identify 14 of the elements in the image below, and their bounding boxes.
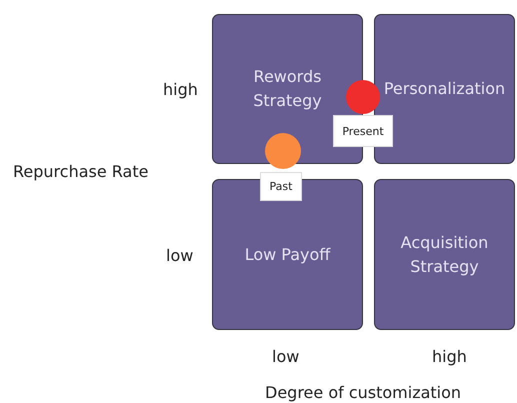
point-label: Past	[260, 172, 302, 201]
x-axis-tick: low	[272, 347, 300, 366]
quadrant-label: Rewords Strategy	[252, 66, 323, 112]
y-axis-tick: high	[163, 80, 198, 99]
y-axis-title: Repurchase Rate	[13, 162, 148, 181]
point-label: Present	[333, 115, 393, 147]
quadrant-box	[374, 179, 515, 330]
x-axis-tick: high	[432, 347, 467, 366]
quadrant-label: Low Payoff	[244, 244, 330, 266]
y-axis-tick: low	[166, 246, 194, 265]
quadrant-label: Personalization	[384, 78, 506, 100]
x-axis-title: Degree of customization	[265, 383, 462, 402]
quadrant-box	[212, 179, 363, 330]
quadrant-label: Acquisition Strategy	[400, 232, 490, 278]
